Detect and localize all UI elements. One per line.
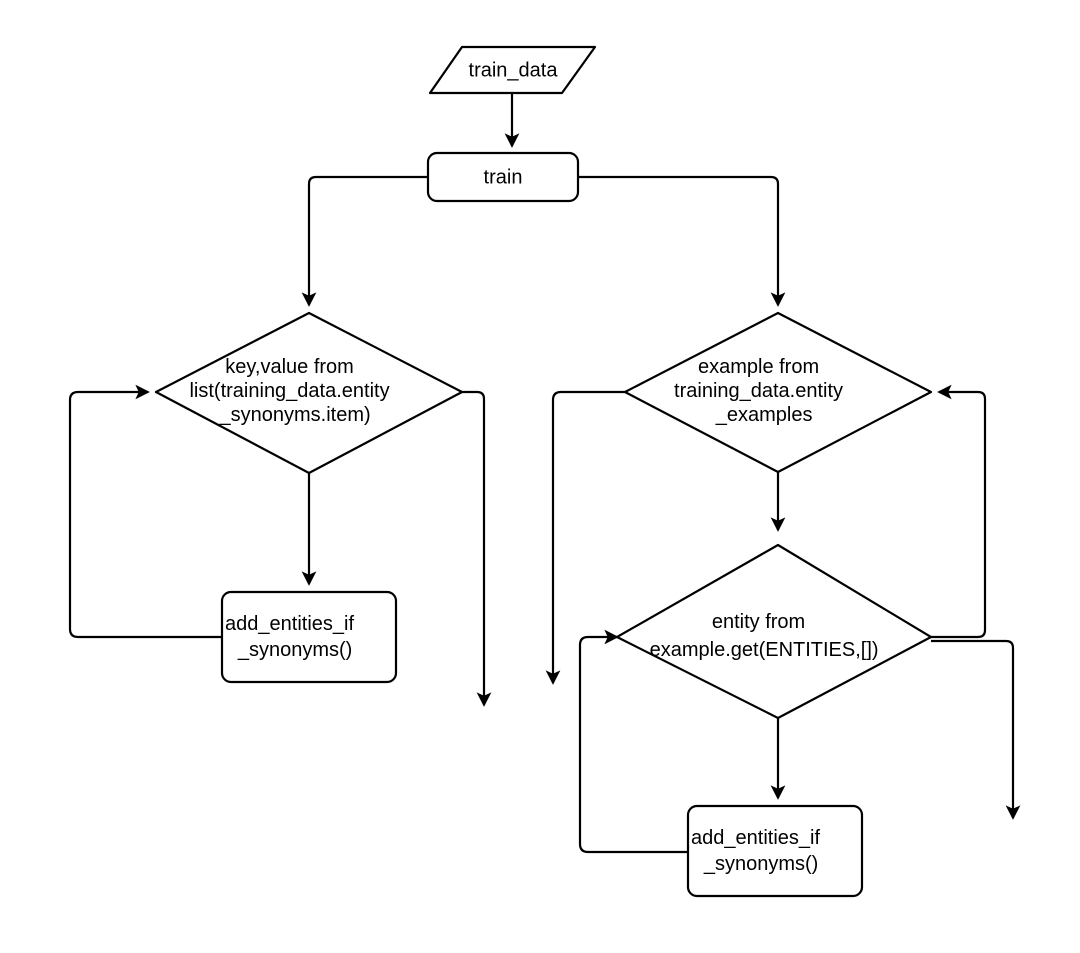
node-train-label: train: [484, 166, 523, 188]
edge-add-entities-right-loopback: [578, 629, 688, 854]
node-add-entities-right-shape[interactable]: [686, 804, 864, 898]
node-add-entities-left-label: add_entities_if _synonyms(): [225, 613, 393, 661]
node-synonyms-loop-shape[interactable]: [154, 311, 464, 475]
node-add-entities-right-label: add_entities_if _synonyms(): [691, 827, 859, 875]
node-examples-loop-label: example from training_data.entity _examp…: [674, 356, 882, 426]
edge-entities-loop-exit: [931, 639, 1021, 820]
edge-entities-loop-to-examples-loop: [931, 384, 987, 639]
node-synonyms-loop-label: key,value from list(training_data.entity…: [189, 356, 428, 426]
node-train-data-shape[interactable]: [428, 45, 597, 95]
node-train-data-label: train_data: [469, 59, 559, 81]
edge-add-entities-left-loopback: [68, 384, 222, 639]
edge-train-to-synonyms-loop: [301, 175, 428, 307]
node-train-shape[interactable]: [426, 151, 580, 203]
node-examples-loop-shape[interactable]: [623, 311, 933, 474]
edge-train-to-examples-loop: [578, 175, 786, 307]
node-entities-loop-label: entity from example.get(ENTITIES,[]): [650, 611, 907, 661]
node-add-entities-left-shape[interactable]: [220, 590, 398, 684]
edge-synonyms-loop-exit: [462, 390, 492, 707]
edge-examples-loop-exit: [545, 390, 625, 685]
node-entities-loop-shape[interactable]: [615, 543, 933, 720]
